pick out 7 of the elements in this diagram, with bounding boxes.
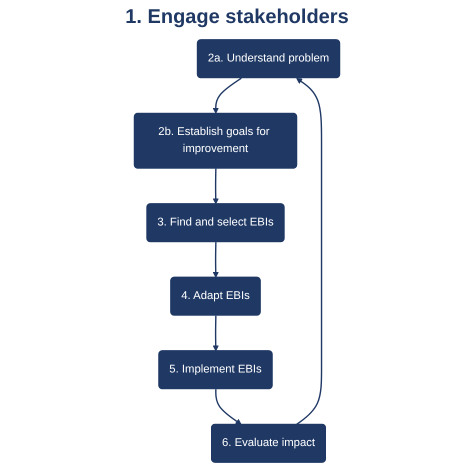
center-label: 1. Engage stakeholders — [125, 6, 349, 28]
arrow — [212, 242, 219, 278]
arrow — [215, 389, 242, 425]
arrow — [296, 78, 322, 426]
arrow — [212, 168, 219, 204]
arrow — [212, 78, 242, 114]
arrow — [212, 316, 219, 352]
